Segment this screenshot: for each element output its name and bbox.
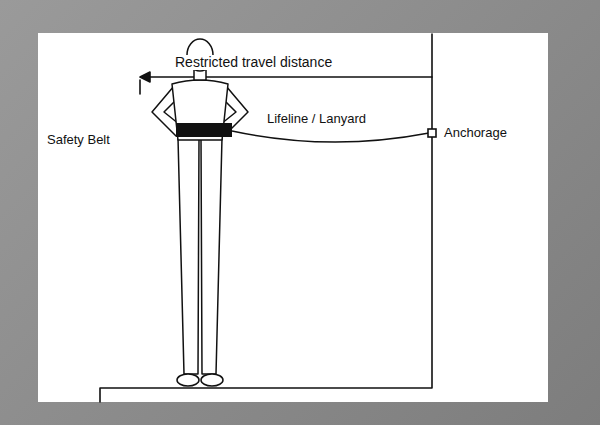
anchorage-point xyxy=(428,129,436,137)
distance-tick xyxy=(139,80,141,94)
white-panel xyxy=(38,33,548,402)
left-foot xyxy=(177,374,199,386)
lanyard-line xyxy=(232,131,429,142)
dimension-label: Restricted travel distance xyxy=(174,55,333,70)
wall-floor-outline xyxy=(100,34,432,402)
part-label: Lifeline / Lanyard xyxy=(266,112,367,126)
left-leg xyxy=(178,138,199,374)
part-label: Safety Belt xyxy=(46,133,111,147)
part-label: Anchorage xyxy=(443,126,508,140)
safety-belt xyxy=(176,123,232,137)
right-foot xyxy=(201,374,223,386)
distance-arrow-line xyxy=(146,76,432,78)
right-leg xyxy=(201,138,222,374)
arrow-head xyxy=(140,72,150,82)
